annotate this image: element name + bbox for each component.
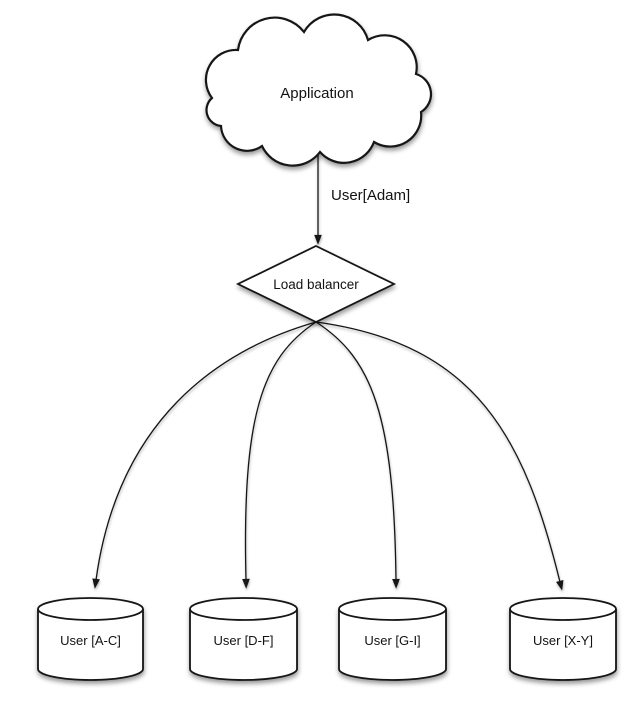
cylinder-top — [37, 597, 144, 621]
cylinder-body — [509, 609, 617, 681]
database-user-d-f-label: User [D-F] — [214, 633, 274, 648]
load-balancer-diamond-shape — [235, 244, 397, 324]
edge-load-balancer-to-user-g-i — [315, 321, 400, 589]
cylinder-body — [189, 609, 298, 681]
edge-load-balancer-to-user-x-y — [315, 321, 564, 591]
edge-load-balancer-to-user-a-c — [92, 321, 317, 589]
cylinder-body — [37, 609, 144, 681]
shape-layer — [37, 13, 617, 681]
load-balancer-label: Load balancer — [273, 277, 359, 292]
database-user-a-c — [37, 597, 144, 681]
request-user-adam-label: User[Adam] — [331, 187, 410, 204]
label-layer: Application User[Adam] Load balancer Use… — [60, 85, 593, 648]
cylinder-body — [338, 609, 447, 681]
cylinder-top — [509, 597, 617, 621]
application-label: Application — [280, 85, 353, 102]
database-user-a-c-label: User [A-C] — [60, 633, 121, 648]
database-user-d-f — [189, 597, 298, 681]
edge-layer — [92, 148, 564, 591]
cylinder-top — [338, 597, 447, 621]
application-cloud-shape — [204, 13, 433, 167]
database-user-x-y — [509, 597, 617, 681]
database-user-x-y-label: User [X-Y] — [533, 633, 593, 648]
database-user-g-i — [338, 597, 447, 681]
cylinder-top — [189, 597, 298, 621]
edge-load-balancer-to-user-d-f — [242, 321, 317, 589]
database-user-g-i-label: User [G-I] — [364, 633, 420, 648]
